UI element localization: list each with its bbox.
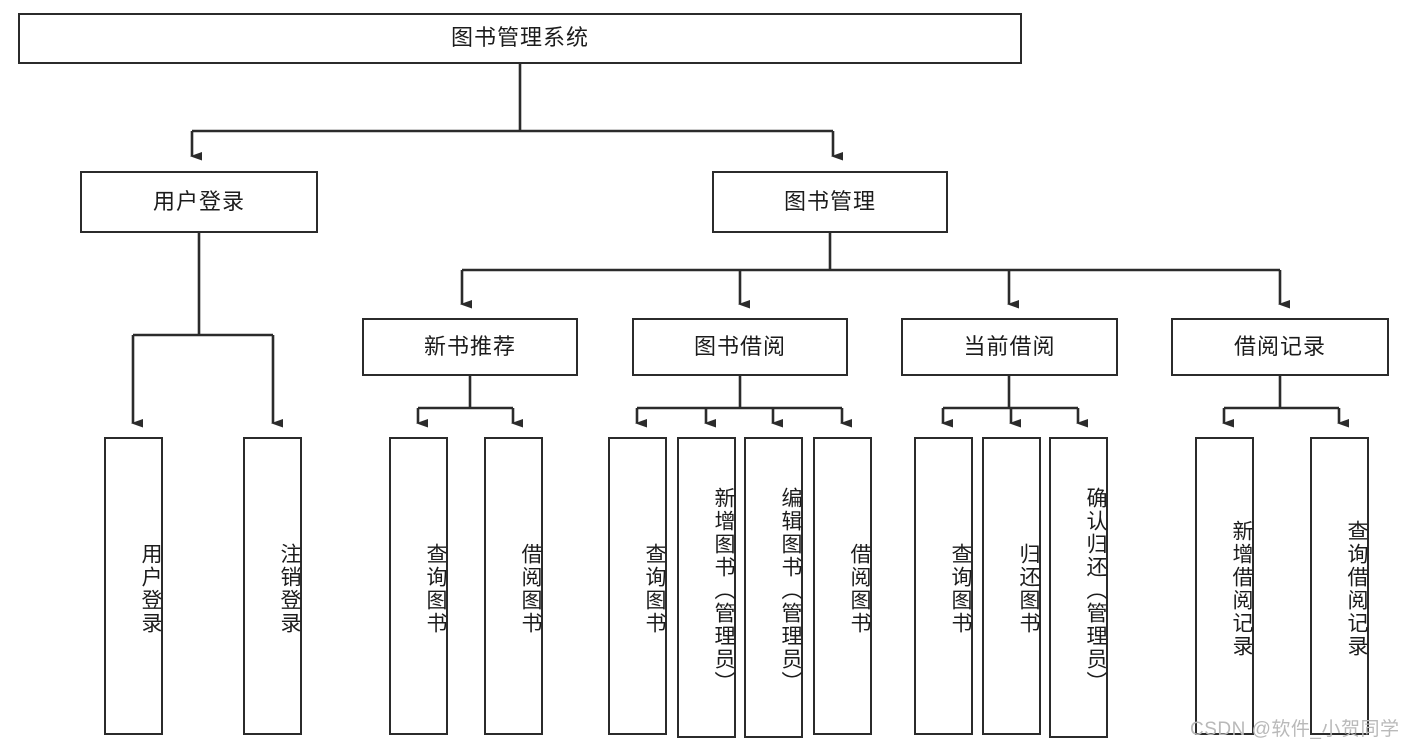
node-root[interactable]: 图书管理系统 bbox=[18, 13, 1022, 64]
node-leaf-user-login[interactable]: 用户登录 bbox=[104, 437, 163, 735]
node-label: 图书借阅 bbox=[693, 333, 786, 359]
node-leaf-logout[interactable]: 注销登录 bbox=[243, 437, 302, 735]
node-label: 借阅记录 bbox=[1233, 333, 1326, 359]
node-label: 查询借阅记录 bbox=[1345, 520, 1368, 658]
node-leaf-edit-book[interactable]: 编辑图书（管理员） bbox=[744, 437, 803, 738]
node-label: 查询图书 bbox=[949, 543, 972, 635]
node-label: 归还图书 bbox=[1017, 543, 1040, 635]
node-book-borrow[interactable]: 图书借阅 bbox=[632, 318, 848, 376]
node-label: 当前借阅 bbox=[963, 333, 1056, 359]
node-leaf-borrow-book-2[interactable]: 借阅图书 bbox=[813, 437, 872, 735]
node-leaf-add-record[interactable]: 新增借阅记录 bbox=[1195, 437, 1254, 735]
node-leaf-query-book-2[interactable]: 查询图书 bbox=[608, 437, 667, 735]
node-label: 查询图书 bbox=[643, 543, 666, 635]
node-leaf-borrow-book-1[interactable]: 借阅图书 bbox=[484, 437, 543, 735]
node-label: 编辑图书（管理员） bbox=[779, 487, 802, 694]
node-book-manage[interactable]: 图书管理 bbox=[712, 171, 948, 233]
node-leaf-add-book[interactable]: 新增图书（管理员） bbox=[677, 437, 736, 738]
node-label: 用户登录 bbox=[139, 543, 162, 635]
node-current-borrow[interactable]: 当前借阅 bbox=[901, 318, 1118, 376]
node-borrow-record[interactable]: 借阅记录 bbox=[1171, 318, 1389, 376]
node-label: 图书管理 bbox=[783, 188, 876, 214]
node-label: 用户登录 bbox=[152, 188, 245, 214]
node-label: 注销登录 bbox=[278, 543, 301, 635]
node-label: 借阅图书 bbox=[848, 543, 871, 635]
node-leaf-query-book-3[interactable]: 查询图书 bbox=[914, 437, 973, 735]
node-label: 图书管理系统 bbox=[450, 25, 589, 51]
node-label: 新增借阅记录 bbox=[1230, 520, 1253, 658]
node-label: 新书推荐 bbox=[423, 333, 516, 359]
node-leaf-confirm-return[interactable]: 确认归还（管理员） bbox=[1049, 437, 1108, 738]
watermark-text: CSDN @软件_小贺同学 bbox=[1190, 719, 1400, 740]
node-label: 确认归还（管理员） bbox=[1084, 487, 1107, 694]
node-user-login[interactable]: 用户登录 bbox=[80, 171, 318, 233]
node-leaf-query-book-1[interactable]: 查询图书 bbox=[389, 437, 448, 735]
node-label: 借阅图书 bbox=[519, 543, 542, 635]
node-label: 查询图书 bbox=[424, 543, 447, 635]
node-new-book-rec[interactable]: 新书推荐 bbox=[362, 318, 578, 376]
node-label: 新增图书（管理员） bbox=[712, 487, 735, 694]
node-leaf-return-book[interactable]: 归还图书 bbox=[982, 437, 1041, 735]
node-leaf-query-record[interactable]: 查询借阅记录 bbox=[1310, 437, 1369, 735]
